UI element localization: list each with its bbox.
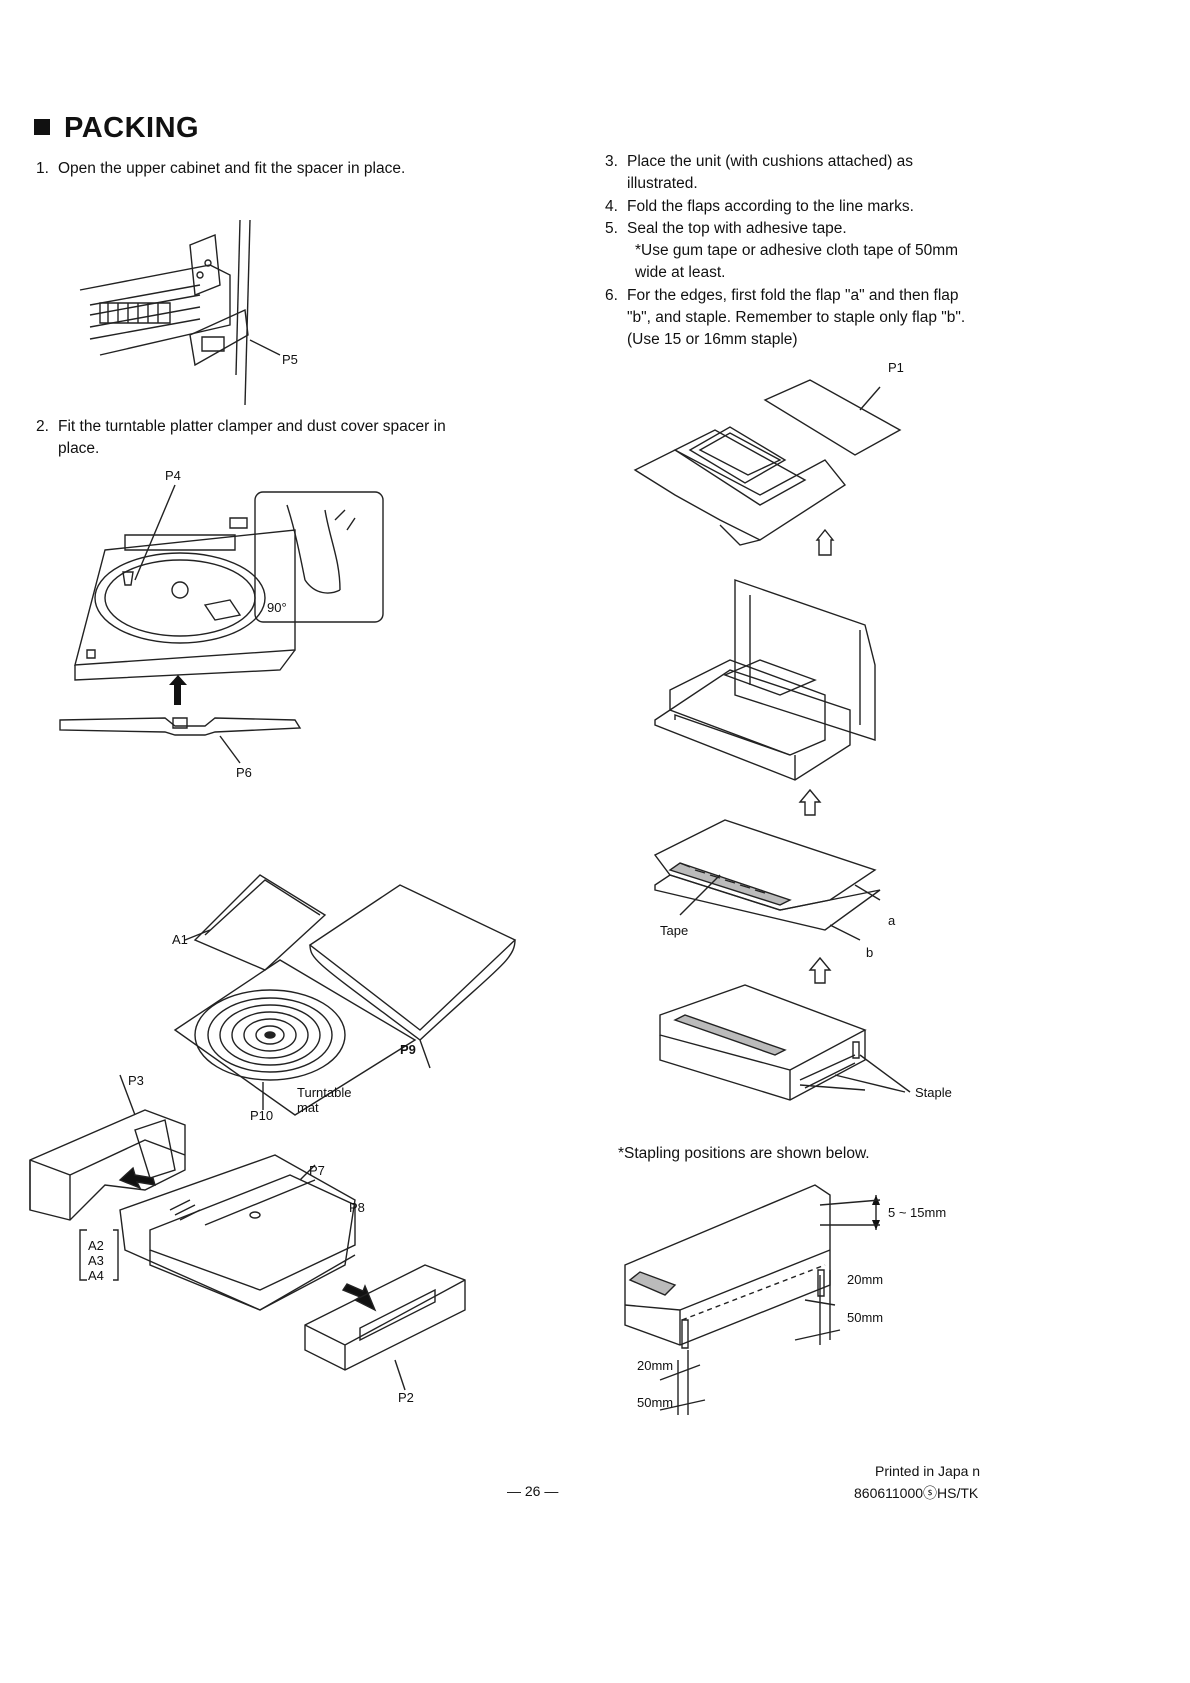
box-stage-4-illustration (655, 980, 925, 1110)
step-text: Place the unit (with cushions attached) … (627, 153, 914, 192)
printed-in: Printed in Japa n (875, 1463, 981, 1479)
step-number: 5. (605, 220, 618, 237)
label-p1: P1 (888, 360, 904, 375)
label-a2: A2 (88, 1238, 104, 1253)
label-p5: P5 (282, 352, 298, 367)
step-text: For the edges, first fold the flap "a" a… (627, 287, 966, 348)
exploded-packing-illustration (25, 870, 545, 1390)
step-number: 3. (605, 153, 618, 170)
stapling-note: *Stapling positions are shown below. (618, 1145, 870, 1162)
label-dim-50mm-right: 50mm (847, 1310, 884, 1325)
label-p7: P7 (309, 1163, 325, 1178)
label-p8: P8 (349, 1200, 365, 1215)
heading-text: PACKING (64, 112, 200, 144)
label-staple: Staple (915, 1085, 952, 1100)
spacer-fit-illustration (80, 215, 310, 405)
step-2: 2. Fit the turntable platter clamper and… (36, 416, 456, 460)
step-number: 1. (36, 160, 49, 177)
label-flap-b: b (866, 945, 874, 960)
document-code: 860611000ⓢHS/TK (854, 1485, 979, 1501)
step-text: Fold the flaps according to the line mar… (627, 198, 914, 215)
label-tape: Tape (660, 923, 689, 938)
stapling-positions-diagram (620, 1180, 980, 1420)
step-4: 4. Fold the flaps according to the line … (605, 196, 985, 218)
label-a2-a4-group: A2 A3 A4 (88, 1238, 104, 1283)
turntable-clamper-illustration (55, 480, 405, 770)
step-6: 6. For the edges, first fold the flap "a… (605, 285, 985, 351)
label-dim-20mm-left: 20mm (637, 1358, 674, 1373)
box-stage-3-illustration (650, 815, 890, 970)
label-a4: A4 (88, 1268, 104, 1283)
page-heading: PACKING (34, 112, 199, 145)
step-number: 2. (36, 418, 49, 435)
label-dim-20mm-right: 20mm (847, 1272, 884, 1287)
label-p4: P4 (165, 468, 181, 483)
label-a1: A1 (172, 932, 188, 947)
label-p3: P3 (128, 1073, 144, 1088)
page-number: — 26 — (507, 1483, 559, 1499)
label-90-degrees: 90° (267, 600, 287, 615)
label-p9: P9 (400, 1042, 416, 1057)
label-a3: A3 (88, 1253, 104, 1268)
label-p2: P2 (398, 1390, 414, 1405)
label-dim-5-15mm: 5 ~ 15mm (888, 1205, 947, 1220)
step-5: 5. Seal the top with adhesive tape. (605, 218, 985, 240)
step-3: 3. Place the unit (with cushions attache… (605, 151, 985, 195)
step-number: 6. (605, 287, 618, 304)
box-stage-1-illustration (630, 375, 910, 565)
label-p6: P6 (236, 765, 252, 780)
label-turntable-mat: Turntable (297, 1085, 352, 1100)
step-text: Open the upper cabinet and fit the space… (58, 160, 406, 177)
step-text: Fit the turntable platter clamper and du… (58, 418, 446, 457)
box-stage-2-illustration (650, 575, 890, 805)
heading-bullet-icon (34, 119, 50, 135)
step-text: Seal the top with adhesive tape. (627, 220, 847, 237)
step-1: 1. Open the upper cabinet and fit the sp… (36, 158, 456, 180)
step-5-note: *Use gum tape or adhesive cloth tape of … (635, 242, 959, 281)
label-p10: P10 (250, 1108, 274, 1123)
step-number: 4. (605, 198, 618, 215)
label-flap-a: a (888, 913, 896, 928)
label-dim-50mm-left: 50mm (637, 1395, 674, 1410)
label-turntable-mat-2: mat (297, 1100, 319, 1115)
